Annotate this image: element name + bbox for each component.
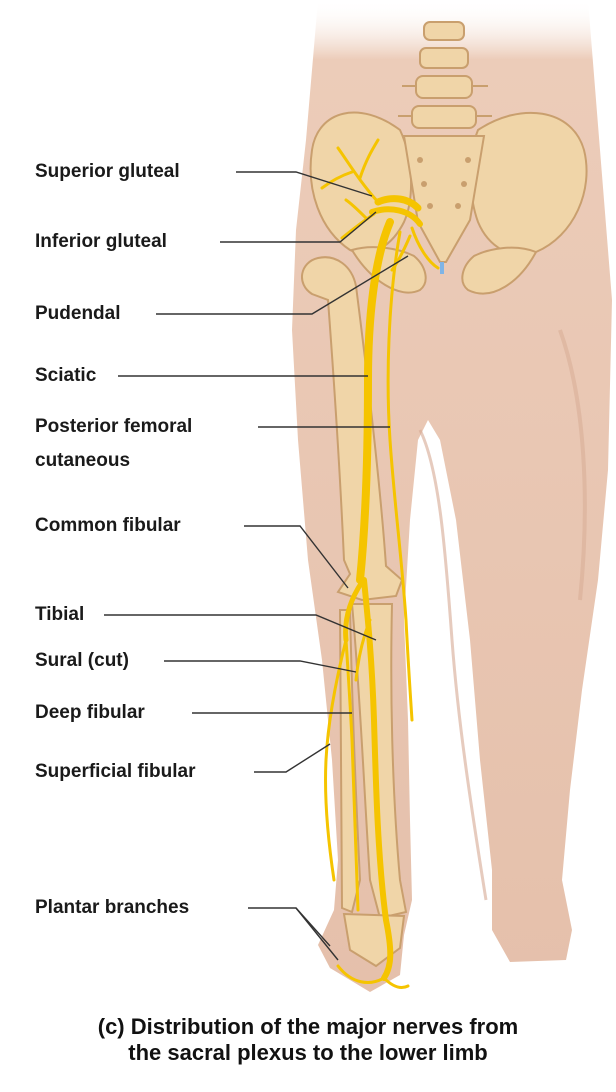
label-plantar-branches: Plantar branches [35,897,189,919]
label-common-fibular: Common fibular [35,515,181,537]
label-sciatic: Sciatic [35,365,96,387]
caption-line-2: the sacral plexus to the lower limb [0,1040,616,1066]
label-inferior-gluteal: Inferior gluteal [35,231,167,253]
label-posterior-femoral-cutaneous: cutaneous [35,450,130,472]
label-tibial: Tibial [35,604,84,626]
label-posterior-femoral: Posterior femoral [35,416,192,438]
label-sural: Sural (cut) [35,650,129,672]
label-pudendal: Pudendal [35,303,121,325]
leader-superficial-fibular [254,744,330,772]
pubic-marker [440,262,444,274]
label-superior-gluteal: Superior gluteal [35,161,180,183]
figure-caption: (c) Distribution of the major nerves fro… [0,1014,616,1066]
label-superficial-fibular: Superficial fibular [35,761,195,783]
leader-plantar-2 [296,908,330,946]
caption-line-1: (c) Distribution of the major nerves fro… [0,1014,616,1040]
label-deep-fibular: Deep fibular [35,702,145,724]
